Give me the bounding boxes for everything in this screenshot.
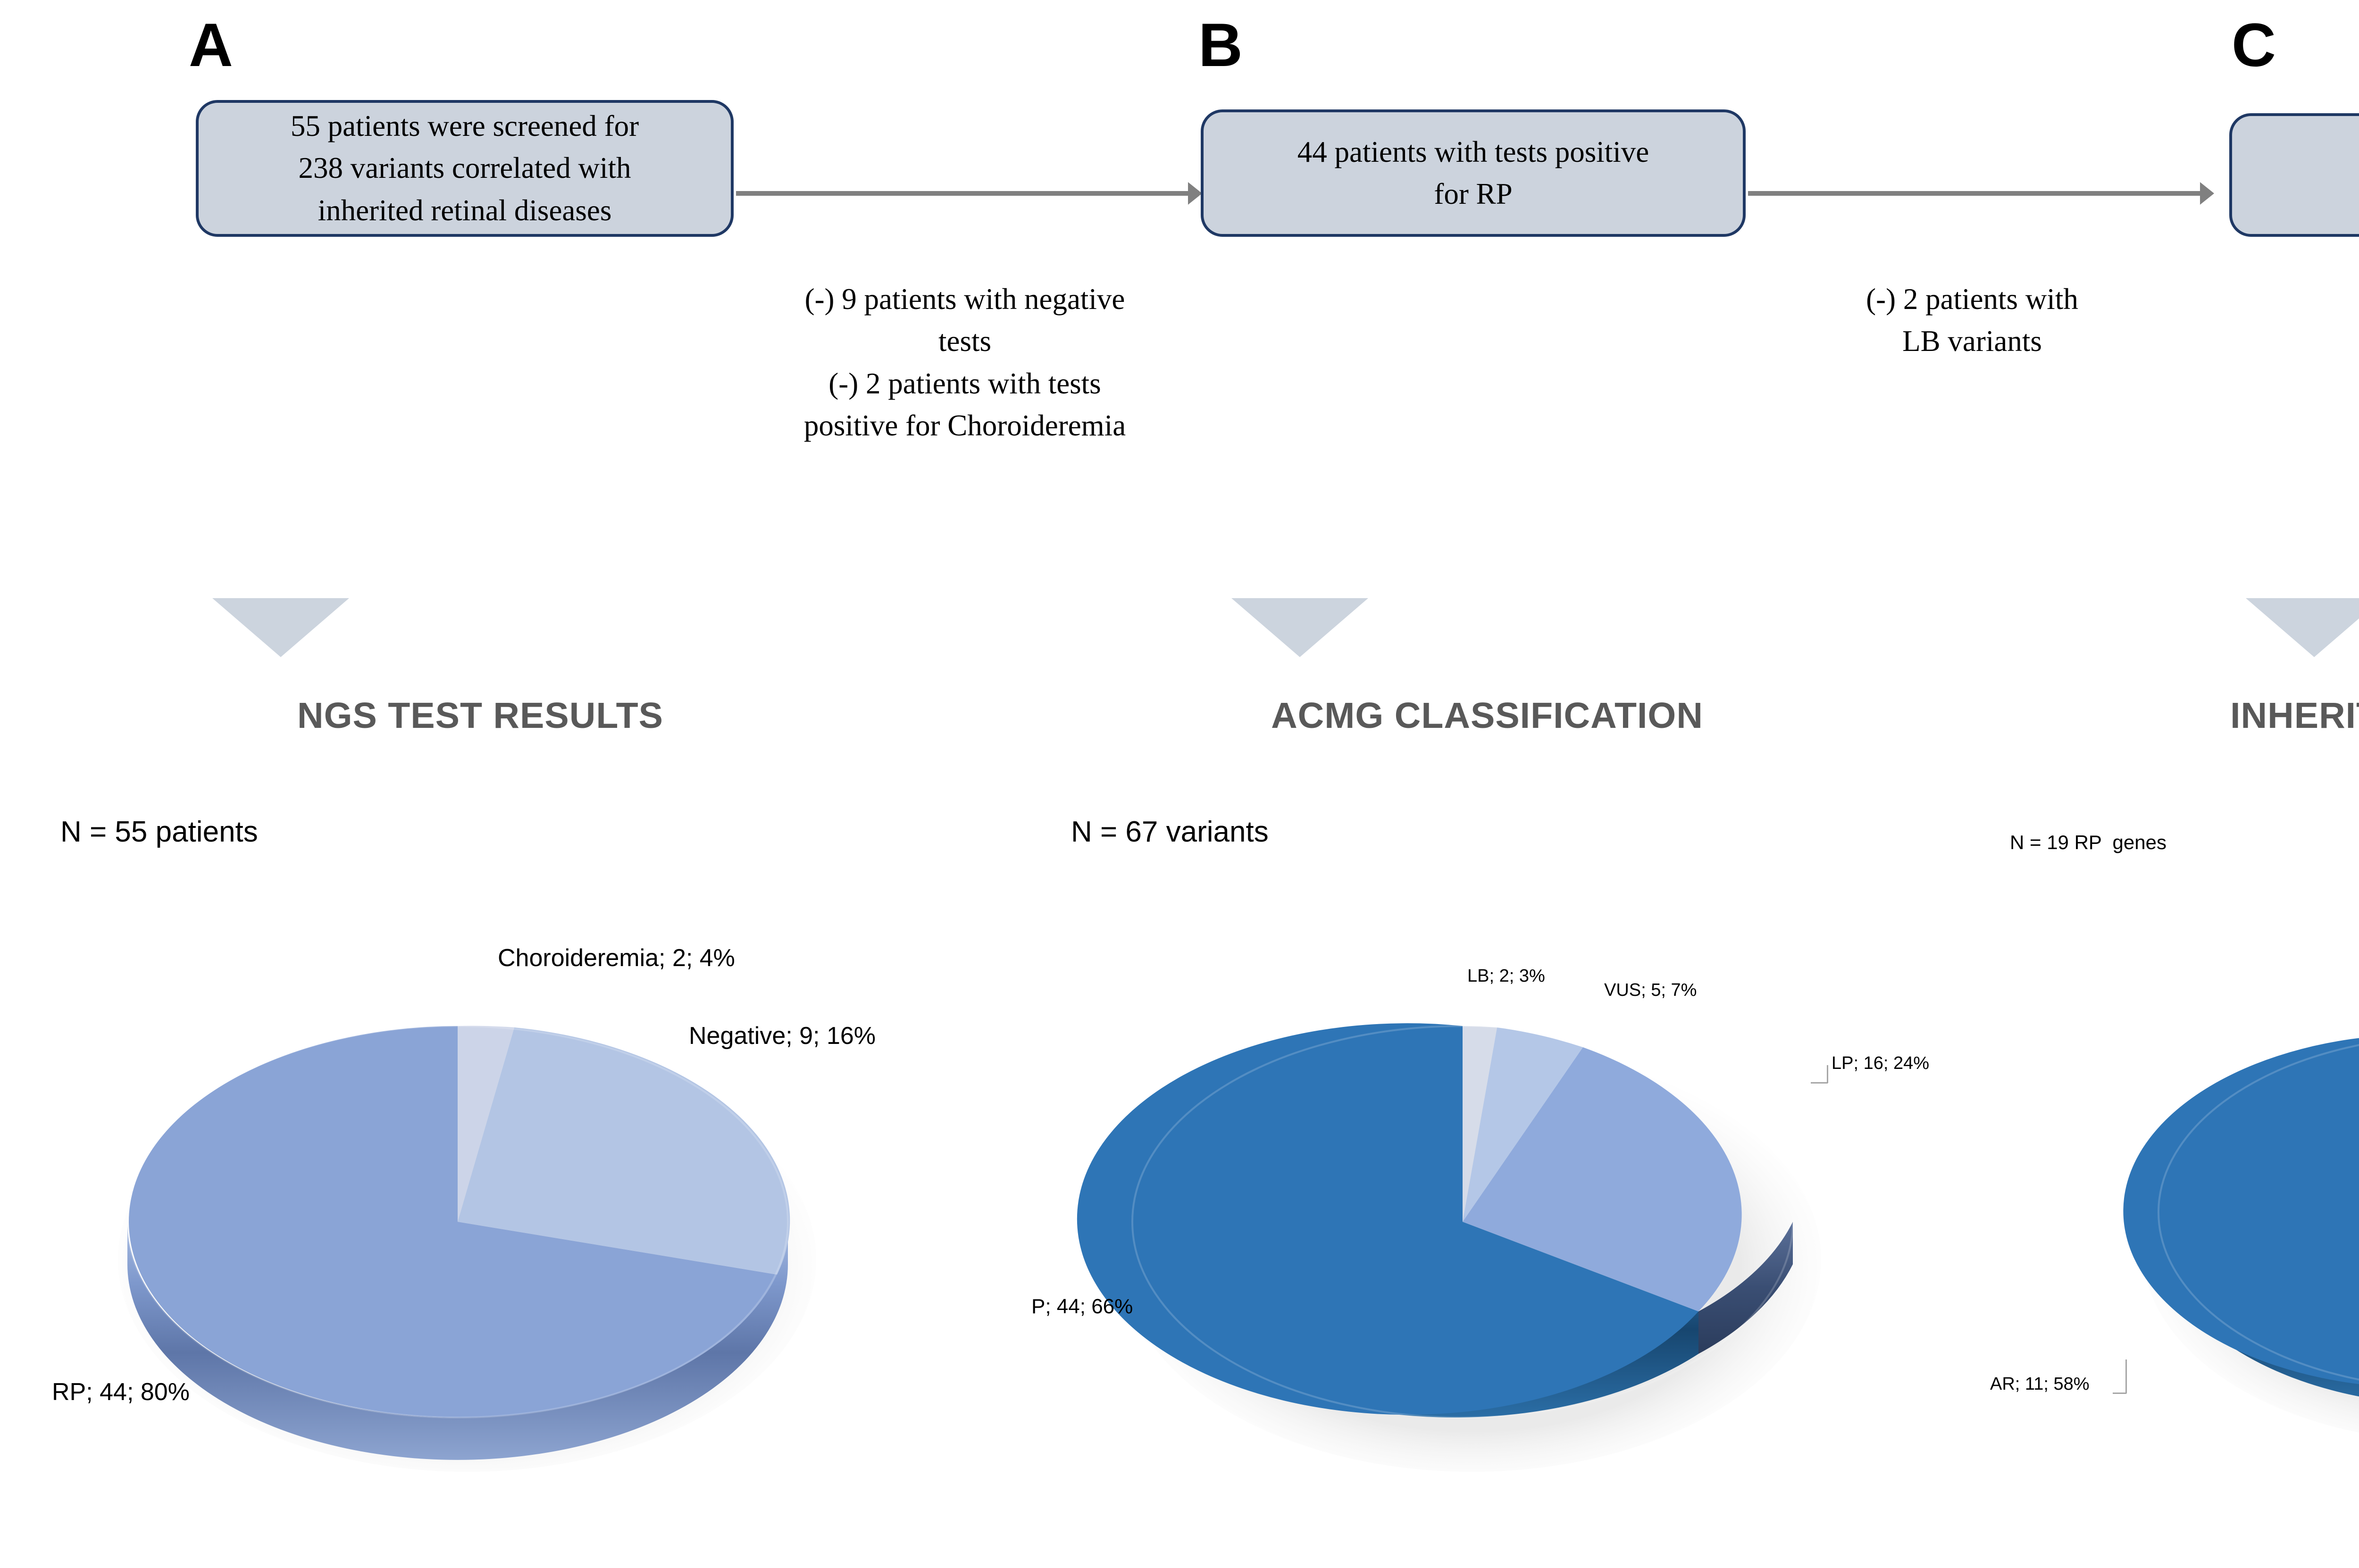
pie-ngs-label-negative: Negative; 9; 16% (689, 1022, 876, 1050)
down-triangle-2 (1231, 598, 1368, 657)
panel-letter-c: C (2232, 10, 2276, 79)
flow-box-c: 42 patients 19 RP-associated genes (2229, 113, 2359, 237)
pie-acmg-slice-p (1077, 1023, 1698, 1415)
pie-acmg-slice-lb (1463, 1026, 1497, 1222)
leader-line-ar-foot (2113, 1393, 2126, 1394)
pie-ngs-slice-negative (458, 1027, 790, 1275)
arrow-note-b-to-c: (-) 2 patients with LB variants (1866, 283, 2078, 358)
pie-chart-inheritance (2123, 972, 2359, 1472)
pie-acmg-label-lp: LP; 16; 24% (1832, 1053, 1930, 1073)
arrow-a-to-b (736, 182, 1202, 205)
flow-box-b: 44 patients with tests positive for RP (1201, 109, 1746, 237)
pie-ngs-slice-choroideremia (458, 1026, 514, 1222)
leader-line-ar (2125, 1359, 2127, 1393)
flow-box-a-text: 55 patients were screened for 238 varian… (290, 109, 639, 227)
n-label-acmg: N = 67 variants (1071, 816, 1269, 848)
down-triangle-1 (212, 598, 349, 657)
pie-acmg-slice-vus (1463, 1027, 1583, 1222)
pie-ngs-slice-rp (128, 1026, 777, 1418)
flow-box-a: 55 patients were screened for 238 varian… (196, 100, 734, 237)
panel-letter-a: A (189, 10, 233, 79)
pie-ngs-label-choroideremia: Choroideremia; 2; 4% (498, 944, 735, 972)
section-title-acmg: ACMG CLASSIFICATION (1271, 695, 1703, 736)
pie-inheritance-label-ar: AR; 11; 58% (1990, 1374, 2090, 1394)
n-label-inheritance: N = 19 RP genes (2010, 831, 2167, 853)
pie-acmg-slice-lp (1463, 1047, 1742, 1311)
n-label-ngs: N = 55 patients (60, 816, 258, 848)
section-title-ngs: NGS TEST RESULTS (297, 695, 664, 736)
pie-acmg-label-p: P; 44; 66% (1031, 1295, 1133, 1318)
arrow-b-to-c (1748, 182, 2214, 205)
pie-chart-ngs (94, 958, 835, 1505)
pie-ngs-side (127, 1222, 788, 1460)
leader-line-lp-foot (1811, 1082, 1828, 1084)
section-title-inheritance: INHERITANCE PATTERN IN RP (2230, 695, 2359, 736)
pie-acmg-side-lp (1698, 1222, 1793, 1354)
panel-letter-b: B (1198, 10, 1243, 79)
pie-acmg-label-vus: VUS; 5; 7% (1604, 980, 1697, 1000)
pie-inheritance-slice-ar (2123, 1038, 2359, 1385)
arrow-note-a-to-b: (-) 9 patients with negative tests (-) 2… (803, 283, 1126, 442)
pie-acmg-label-lb: LB; 2; 3% (1467, 966, 1545, 986)
leader-line-lp (1827, 1065, 1828, 1083)
flow-box-b-text: 44 patients with tests positive for RP (1297, 135, 1649, 210)
down-triangle-3 (2246, 598, 2359, 657)
pie-ngs-label-rp: RP; 44; 80% (52, 1378, 190, 1406)
pie-chart-acmg (1077, 958, 1840, 1505)
